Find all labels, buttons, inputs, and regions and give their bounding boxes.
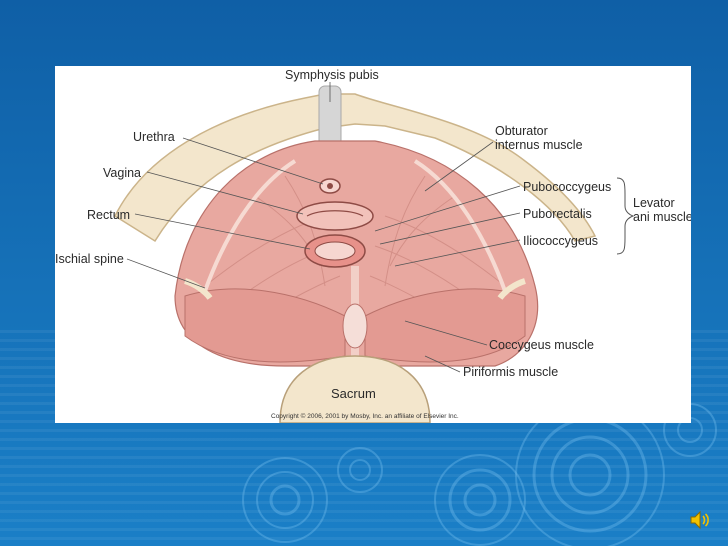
label-piriformis-muscle: Piriformis muscle [463, 365, 559, 379]
label-rectum: Rectum [87, 208, 131, 222]
label-puborectalis: Puborectalis [523, 207, 592, 221]
speaker-icon[interactable] [688, 508, 712, 532]
label-iliococcygeus: Iliococcygeus [523, 234, 599, 248]
label-pubococcygeus: Pubococcygeus [523, 180, 612, 194]
label-obturator-line1: Obturator [495, 124, 548, 138]
label-vagina: Vagina [103, 166, 141, 180]
label-levator-line2: ani muscle [633, 210, 691, 224]
label-levator-line1: Levator [633, 196, 675, 210]
label-coccygeus-muscle: Coccygeus muscle [489, 338, 594, 352]
pelvic-floor-figure: Symphysis pubis Urethra Vagina Rectum Is… [55, 66, 691, 423]
copyright-notice: Copyright © 2006, 2001 by Mosby, Inc. an… [271, 413, 459, 420]
label-symphysis-pubis: Symphysis pubis [285, 68, 379, 82]
pelvic-floor-illustration [114, 82, 635, 423]
label-urethra: Urethra [133, 130, 175, 144]
label-ischial-spine: Ischial spine [55, 252, 124, 266]
label-obturator-line2: internus muscle [495, 138, 583, 152]
label-sacrum: Sacrum [331, 386, 376, 401]
